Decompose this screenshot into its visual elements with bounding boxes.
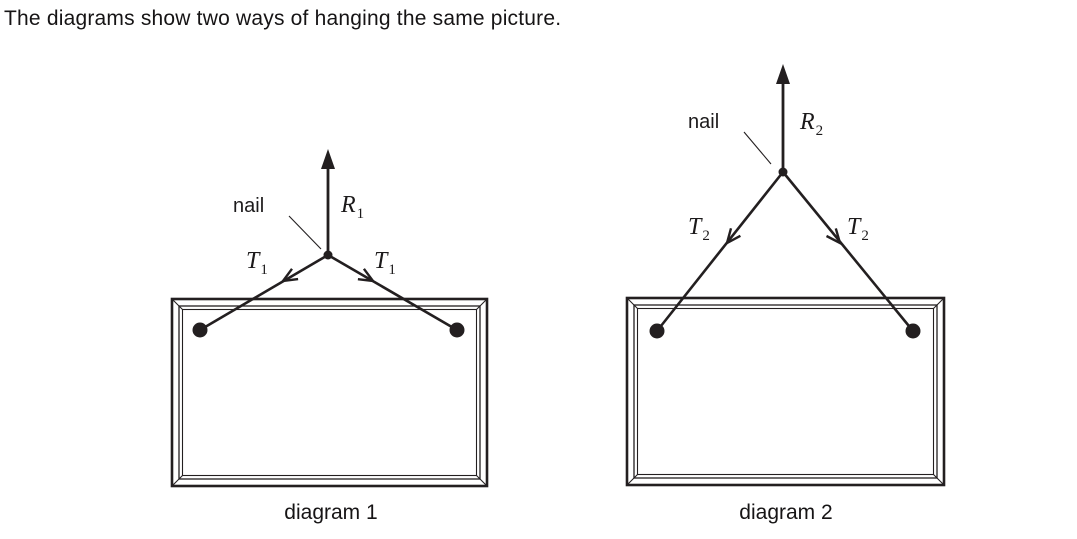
string-right-2 [781, 171, 915, 332]
attachment-point-right-2 [905, 323, 921, 339]
reaction-label-2: R2 [800, 110, 823, 139]
tension-symbol-right-1: T [374, 248, 388, 274]
caption-diagram-2: diagram 2 [739, 501, 833, 524]
nail-label-1: nail [233, 195, 265, 217]
tension-label-right-2: T2 [847, 215, 869, 244]
attachment-point-right-1 [449, 322, 465, 338]
tension-arrowhead-left-2 [725, 227, 741, 246]
attachment-point-left-2 [649, 323, 665, 339]
diagram1-graphics [170, 149, 489, 488]
tension-symbol-left-2: T [688, 214, 702, 240]
tension-subscript-left-1: 1 [260, 262, 268, 278]
nail-label-2: nail [688, 111, 720, 133]
nail-leader-line-1 [288, 215, 322, 250]
figure-title: The diagrams show two ways of hanging th… [4, 7, 562, 30]
string-left-2 [655, 171, 785, 332]
tension-subscript-right-1: 1 [388, 262, 396, 278]
picture-frame-2 [625, 296, 946, 487]
tension-subscript-right-2: 2 [861, 228, 869, 244]
tension-label-left-1: T1 [246, 249, 268, 278]
reaction-arrow-2 [776, 64, 790, 172]
reaction-label-1: R1 [341, 193, 364, 222]
nail-dot-1 [323, 250, 333, 260]
reaction-symbol-1: R [341, 192, 356, 218]
tension-symbol-left-1: T [246, 248, 260, 274]
reaction-symbol-2: R [800, 109, 815, 135]
tension-symbol-right-2: T [847, 214, 861, 240]
attachment-point-left-1 [192, 322, 208, 338]
tension-label-left-2: T2 [688, 215, 710, 244]
caption-diagram-1: diagram 1 [284, 501, 378, 524]
reaction-subscript-1: 1 [356, 206, 365, 222]
picture-frame-1 [170, 297, 489, 488]
tension-arrowhead-right-2 [825, 228, 842, 246]
string-left-1 [199, 253, 329, 332]
nail-dot-2 [778, 167, 788, 177]
diagram2-graphics [625, 64, 946, 487]
string-right-1 [327, 253, 458, 332]
tension-label-right-1: T1 [374, 249, 396, 278]
tension-subscript-left-2: 2 [702, 228, 710, 244]
reaction-subscript-2: 2 [815, 123, 824, 139]
tension-arrowhead-left-1 [280, 268, 299, 283]
tension-arrowhead-right-1 [357, 268, 376, 283]
reaction-arrow-1 [321, 149, 335, 255]
nail-leader-line-2 [743, 131, 772, 165]
